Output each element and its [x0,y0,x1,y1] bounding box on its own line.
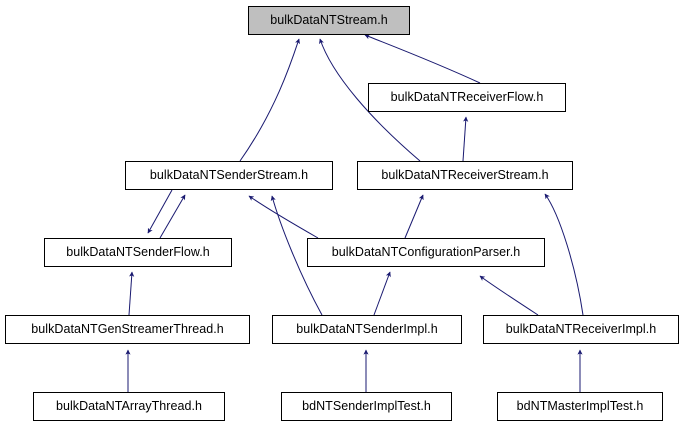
node-receiverflow[interactable]: bulkDataNTReceiverFlow.h [368,83,566,112]
node-senderstream[interactable]: bulkDataNTSenderStream.h [125,161,333,190]
node-label: bdNTSenderImplTest.h [302,399,431,414]
edge-senderimpl-to-senderstream [270,195,323,316]
node-label: bulkDataNTGenStreamerThread.h [31,322,224,337]
node-label: bulkDataNTSenderImpl.h [296,322,438,337]
edge-receiverstream-to-stream [319,38,421,162]
node-label: bulkDataNTReceiverImpl.h [505,322,657,337]
node-configparser[interactable]: bulkDataNTConfigurationParser.h [307,238,545,267]
edge-configparser-to-receiverstream [404,194,424,239]
node-label: bulkDataNTSenderStream.h [149,168,309,183]
node-senderimpl[interactable]: bulkDataNTSenderImpl.h [272,315,462,344]
node-arraythread[interactable]: bulkDataNTArrayThread.h [33,392,225,421]
edge-receiverimpl-to-configparser [479,275,539,316]
node-label: bulkDataNTReceiverStream.h [381,168,549,183]
node-genstreamer[interactable]: bulkDataNTGenStreamerThread.h [5,315,250,344]
edge-senderstream-to-senderflow [147,189,173,234]
node-sendertest[interactable]: bdNTSenderImplTest.h [281,392,452,421]
node-label: bulkDataNTSenderFlow.h [66,245,210,260]
node-label: bulkDataNTArrayThread.h [55,399,203,414]
edge-senderstream-to-stream [239,38,300,162]
node-label: bdNTMasterImplTest.h [516,399,644,414]
edge-receiverstream-to-receiverflow [462,116,469,162]
node-stream[interactable]: bulkDataNTStream.h [248,6,410,35]
edge-senderflow-to-senderstream [159,194,186,239]
node-label: bulkDataNTReceiverFlow.h [390,90,544,105]
edge-senderimpl-to-configparser [373,271,391,316]
edge-receiverflow-to-stream [364,34,481,84]
edge-receiverimpl-to-receiverstream [544,193,584,316]
node-senderflow[interactable]: bulkDataNTSenderFlow.h [44,238,232,267]
node-mastertest[interactable]: bdNTMasterImplTest.h [497,392,663,421]
node-receiverstream[interactable]: bulkDataNTReceiverStream.h [357,161,573,190]
node-label: bulkDataNTConfigurationParser.h [331,245,521,260]
node-receiverimpl[interactable]: bulkDataNTReceiverImpl.h [483,315,679,344]
edge-genstreamer-to-senderflow [128,271,135,316]
node-label: bulkDataNTStream.h [270,13,388,28]
